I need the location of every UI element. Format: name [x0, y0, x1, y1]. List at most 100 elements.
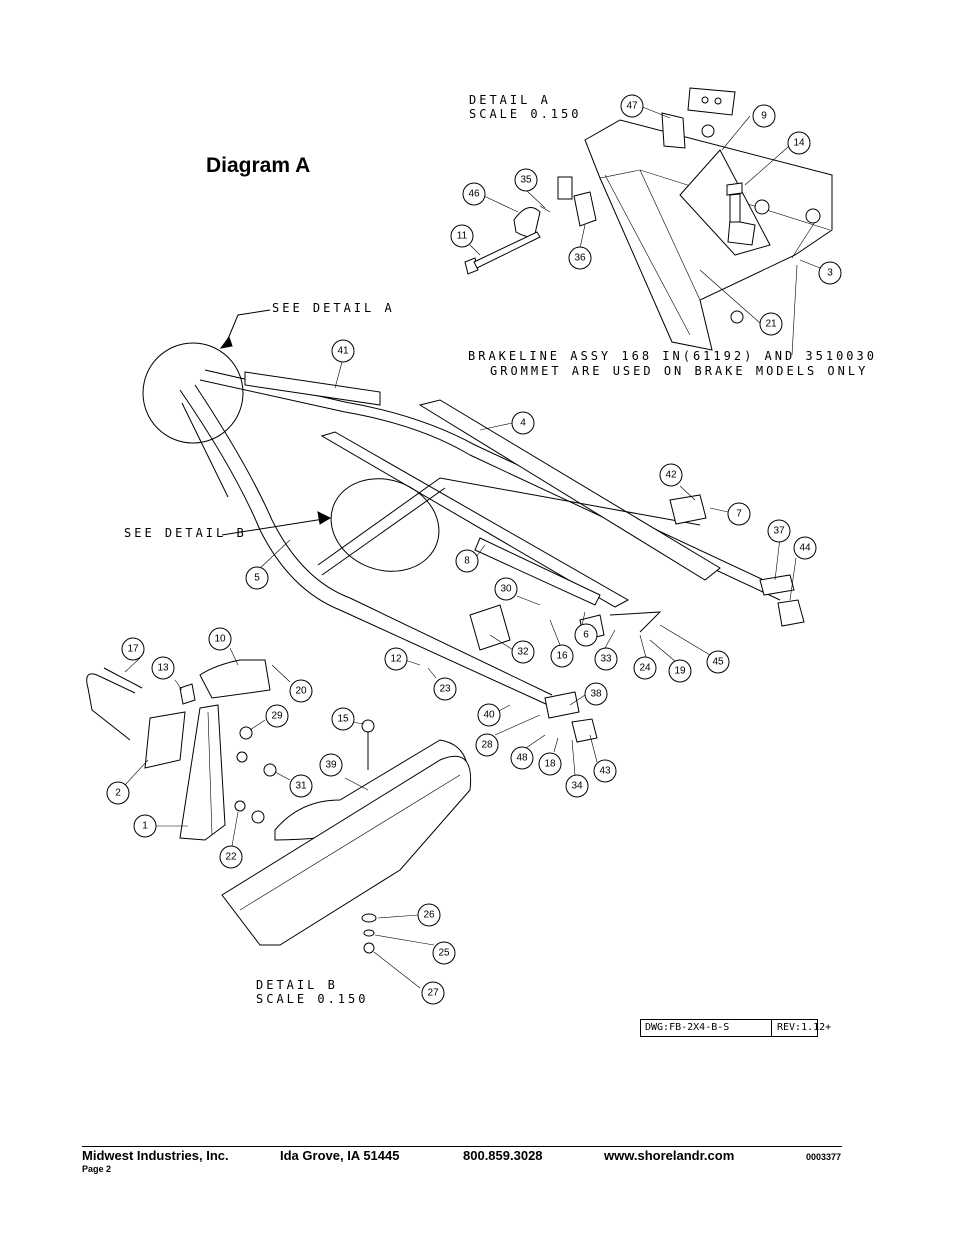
callout-circle [727, 502, 751, 526]
part-callout: 31 [289, 774, 313, 798]
detail-a-artwork [464, 87, 833, 351]
part-callout: 8 [455, 549, 479, 573]
part-callout: 17 [121, 637, 145, 661]
callout-number: 4 [520, 418, 526, 429]
drawing-title-block: DWG:FB-2X4-B-S REV:1.12+ [640, 1019, 831, 1037]
callout-circle [477, 703, 501, 727]
part-callout: 32 [511, 640, 535, 664]
callout-circle [245, 566, 269, 590]
callout-circle [550, 644, 574, 668]
part-callout: 26 [417, 903, 441, 927]
callout-circle [584, 682, 608, 706]
callout-circle [331, 707, 355, 731]
frame-artwork [142, 309, 805, 743]
part-callout: 14 [787, 131, 811, 155]
footer-website: www.shorelandr.com [604, 1148, 735, 1163]
part-callout: 44 [793, 536, 817, 560]
callout-circle [475, 733, 499, 757]
callout-circle [818, 261, 842, 285]
callout-circle [787, 131, 811, 155]
callout-number: 28 [481, 740, 493, 751]
part-callout: 11 [450, 224, 474, 248]
callout-circle [594, 647, 618, 671]
footer-city: Ida Grove, IA 51445 [280, 1148, 400, 1163]
callout-number: 1 [142, 821, 148, 832]
callout-number: 2 [115, 788, 121, 799]
part-callout: 38 [584, 682, 608, 706]
part-callout: 3 [818, 261, 842, 285]
part-callout: 28 [475, 733, 499, 757]
part-callout: 41 [331, 339, 355, 363]
callout-number: 12 [390, 654, 402, 665]
footer-doc-code: 0003377 [806, 1152, 842, 1162]
part-callout: 16 [550, 644, 574, 668]
callout-circle [568, 246, 592, 270]
callout-circle [511, 640, 535, 664]
callout-circle [265, 704, 289, 728]
part-callout: 48 [510, 746, 534, 770]
part-callout: 24 [633, 656, 657, 680]
callout-number: 38 [590, 689, 602, 700]
see-detail-b-label: SEE DETAIL B [124, 526, 247, 540]
part-callout: 35 [514, 168, 538, 192]
brakeline-note-line2: GROMMET ARE USED ON BRAKE MODELS ONLY [490, 364, 868, 378]
leader-lines [124, 105, 821, 989]
part-callout: 39 [319, 753, 343, 777]
detail-b-artwork [86, 659, 472, 954]
revision-number: REV:1.12+ [777, 1022, 832, 1033]
part-callout: 47 [620, 94, 644, 118]
callout-circle [620, 94, 644, 118]
callout-number: 11 [457, 231, 468, 242]
callout-circle [759, 312, 783, 336]
callout-number: 13 [157, 663, 169, 674]
callout-circle [706, 650, 730, 674]
part-callout: 19 [668, 659, 692, 683]
callout-number: 10 [214, 634, 226, 645]
footer-phone: 800.859.3028 [463, 1148, 543, 1163]
footer-divider [82, 1146, 842, 1147]
part-callout: 15 [331, 707, 355, 731]
callout-number: 30 [500, 584, 512, 595]
part-callout: 34 [565, 774, 589, 798]
part-callout: 22 [219, 845, 243, 869]
callout-number: 29 [271, 711, 283, 722]
part-callout: 13 [151, 656, 175, 680]
callout-circle [331, 339, 355, 363]
callout-circle [433, 677, 457, 701]
callout-number: 34 [571, 781, 583, 792]
callout-circle [421, 981, 445, 1005]
callout-number: 47 [626, 101, 638, 112]
callout-number: 39 [325, 760, 337, 771]
callout-number: 31 [295, 781, 307, 792]
callout-number: 17 [127, 644, 139, 655]
callout-number: 37 [773, 526, 785, 537]
callout-circle [793, 536, 817, 560]
callout-circle [417, 903, 441, 927]
callout-circle [659, 463, 683, 487]
callout-number: 9 [761, 111, 767, 122]
part-callout: 9 [752, 104, 776, 128]
callout-number: 25 [438, 948, 450, 959]
callout-circle [633, 656, 657, 680]
callout-circle [574, 623, 598, 647]
part-callout: 25 [432, 941, 456, 965]
callout-circle [208, 627, 232, 651]
callout-number: 22 [225, 852, 237, 863]
callout-circle [565, 774, 589, 798]
callout-number: 20 [295, 686, 307, 697]
callout-circle [767, 519, 791, 543]
drawing-number: DWG:FB-2X4-B-S [641, 1020, 772, 1036]
detail-a-scale: SCALE 0.150 [469, 107, 581, 121]
callout-circle [219, 845, 243, 869]
part-callout: 20 [289, 679, 313, 703]
callout-number: 46 [468, 189, 480, 200]
callout-number: 35 [520, 175, 532, 186]
callout-number: 36 [574, 253, 586, 264]
part-callout: 36 [568, 246, 592, 270]
part-callout: 23 [433, 677, 457, 701]
callout-circle [106, 781, 130, 805]
part-callout: 4 [511, 411, 535, 435]
part-callout: 10 [208, 627, 232, 651]
